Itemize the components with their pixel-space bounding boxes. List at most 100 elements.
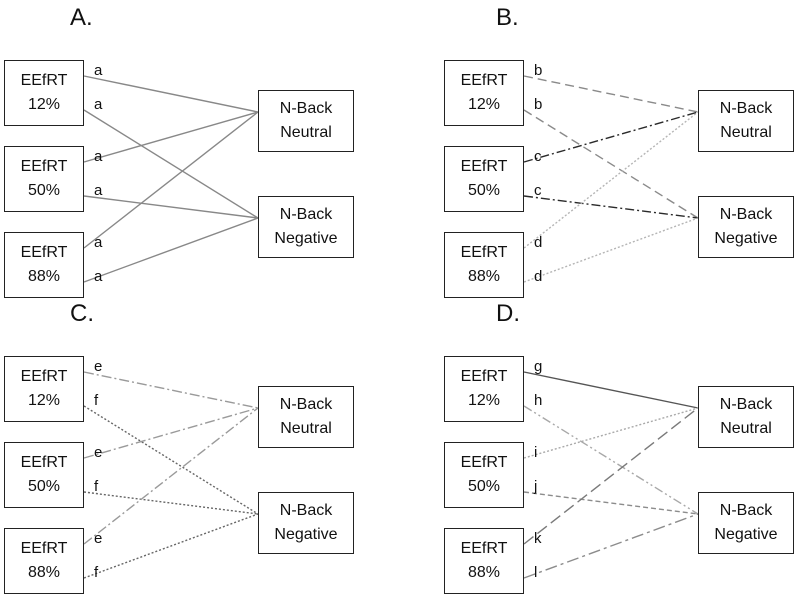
eefrt-box-50: EEfRT 50% (444, 146, 524, 212)
box-text: 12% (467, 392, 501, 409)
eefrt-box-50: EEfRT 50% (4, 146, 84, 212)
box-text: Negative (274, 230, 338, 247)
box-text: EEfRT (20, 72, 68, 89)
path-f-to-negative (83, 513, 259, 579)
box-text: N-Back (279, 396, 333, 413)
box-text: N-Back (719, 206, 773, 223)
box-text: Neutral (720, 124, 772, 141)
path-c-to-neutral (523, 111, 699, 163)
eefrt-box-12: EEfRT 12% (4, 356, 84, 422)
eefrt-box-50: EEfRT 50% (444, 442, 524, 508)
box-text: EEfRT (20, 368, 68, 385)
box-text: 50% (27, 478, 61, 495)
path-d-to-neutral (523, 111, 699, 249)
path-b-to-neutral (523, 75, 699, 113)
path-j-to-negative (523, 491, 699, 515)
path-c-to-negative (523, 195, 699, 219)
path-label: f (94, 478, 99, 495)
path-label: e (94, 358, 103, 375)
eefrt-box-12: EEfRT 12% (444, 60, 524, 126)
path-label: d (534, 268, 543, 285)
box-text: Neutral (280, 420, 332, 437)
path-label: c (534, 182, 542, 199)
path-label: a (94, 148, 103, 165)
box-text: 50% (467, 478, 501, 495)
box-text: N-Back (719, 502, 773, 519)
path-label: g (534, 358, 543, 375)
box-text: 88% (27, 268, 61, 285)
path-e-to-neutral (83, 407, 259, 459)
path-label: f (94, 392, 99, 409)
box-text: EEfRT (20, 158, 68, 175)
path-label: b (534, 96, 543, 113)
box-text: N-Back (279, 100, 333, 117)
connection-lines (523, 371, 699, 579)
path-e-to-neutral (83, 371, 259, 409)
path-label: e (94, 530, 103, 547)
path-label: a (94, 96, 103, 113)
eefrt-box-12: EEfRT 12% (4, 60, 84, 126)
box-text: 50% (27, 182, 61, 199)
path-f-to-negative (83, 491, 259, 515)
path-label: f (94, 564, 99, 581)
connection-lines (83, 75, 259, 283)
path-h-to-negative (523, 405, 699, 515)
path-label: b (534, 62, 543, 79)
box-text: 12% (27, 392, 61, 409)
path-label: e (94, 444, 103, 461)
path-label: a (94, 62, 103, 79)
box-text: N-Back (719, 396, 773, 413)
path-a-to-neutral (83, 111, 259, 163)
eefrt-box-88: EEfRT 88% (444, 232, 524, 298)
connection-lines (523, 75, 699, 283)
box-text: Negative (714, 526, 778, 543)
eefrt-box-50: EEfRT 50% (4, 442, 84, 508)
path-label: a (94, 268, 103, 285)
connection-lines (83, 371, 259, 579)
eefrt-box-88: EEfRT 88% (4, 232, 84, 298)
box-text: EEfRT (20, 454, 68, 471)
path-b-to-negative (523, 109, 699, 219)
path-a-to-negative (83, 109, 259, 219)
box-text: Negative (274, 526, 338, 543)
box-text: EEfRT (460, 244, 508, 261)
path-g-to-neutral (523, 371, 699, 409)
box-text: EEfRT (460, 158, 508, 175)
box-text: N-Back (279, 206, 333, 223)
box-text: 88% (467, 268, 501, 285)
path-label: j (534, 478, 538, 495)
box-text: 12% (467, 96, 501, 113)
box-text: 88% (467, 564, 501, 581)
box-text: EEfRT (460, 72, 508, 89)
panel-label: B. (496, 4, 519, 31)
box-text: 88% (27, 564, 61, 581)
box-text: Neutral (720, 420, 772, 437)
path-label: a (94, 182, 103, 199)
box-text: 50% (467, 182, 501, 199)
box-text: 12% (27, 96, 61, 113)
path-f-to-negative (83, 405, 259, 515)
path-i-to-neutral (523, 407, 699, 459)
path-a-to-neutral (83, 111, 259, 249)
path-d-to-negative (523, 217, 699, 283)
path-a-to-negative (83, 195, 259, 219)
path-label: i (534, 444, 538, 461)
path-a-to-neutral (83, 75, 259, 113)
path-k-to-neutral (523, 407, 699, 545)
box-text: EEfRT (460, 454, 508, 471)
panel-label: A. (70, 4, 93, 31)
path-label: a (94, 234, 103, 251)
box-text: EEfRT (20, 244, 68, 261)
